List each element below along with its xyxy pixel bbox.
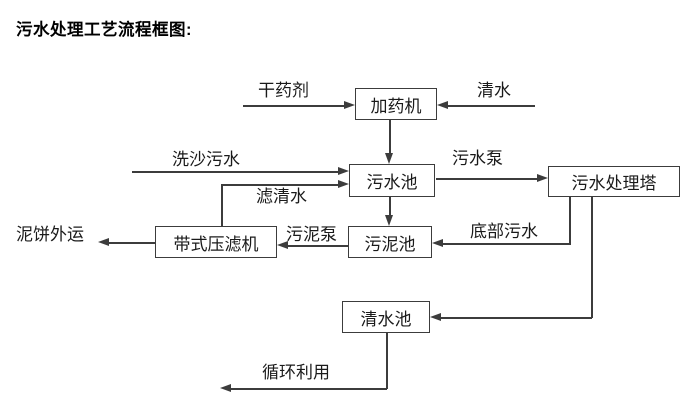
arrowhead-into-sewage-pool-left-upper (338, 167, 349, 175)
node-dosing-machine: 加药机 (355, 88, 437, 120)
edge-dry-agent-line (243, 105, 344, 107)
arrowhead-into-dosing-machine-left (344, 101, 355, 109)
node-sludge-pool-label: 污泥池 (364, 234, 416, 254)
edge-sewage-pool-to-sludge-pool (389, 197, 391, 215)
edge-filtered-water-line (221, 184, 339, 186)
arrowhead-into-dosing-machine-right (437, 101, 448, 109)
node-sewage-pool-label: 污水池 (366, 173, 418, 192)
arrowhead-into-sewage-pool-top (385, 153, 393, 164)
arrowhead-into-treatment-tower (537, 174, 548, 182)
label-sand-washing-sewage: 洗沙污水 (172, 150, 240, 169)
edge-filtered-water-vertical (221, 184, 223, 226)
arrowhead-into-sewage-pool-left-lower (338, 180, 349, 188)
label-filtered-water: 滤清水 (256, 187, 307, 206)
node-treatment-tower-label: 污水处理塔 (571, 174, 657, 193)
node-dosing-machine-label: 加药机 (370, 96, 422, 116)
edge-recycle-line (231, 388, 387, 390)
edge-mud-cake-out-line (109, 242, 155, 244)
arrowhead-into-sludge-pool-top (385, 215, 393, 226)
node-belt-filter-press-label: 带式压滤机 (173, 234, 259, 254)
edge-sewage-pump-line (436, 178, 537, 180)
edge-bottom-sewage-vertical (569, 197, 571, 245)
node-treatment-tower: 污水处理塔 (548, 166, 680, 197)
label-sludge-pump: 污泥泵 (286, 225, 337, 244)
label-clean-water: 清水 (477, 81, 511, 100)
node-sludge-pool: 污泥池 (348, 226, 432, 258)
edge-tower-to-clean-water-vertical (591, 197, 593, 318)
node-clean-water-pool-label: 清水池 (360, 309, 412, 329)
node-belt-filter-press: 带式压滤机 (155, 226, 277, 258)
edge-clean-water-line (448, 105, 535, 107)
page-title: 污水处理工艺流程框图: (16, 21, 192, 39)
arrowhead-recycle-out (220, 384, 231, 392)
edge-dosing-to-sewage-pool (389, 119, 391, 153)
node-clean-water-pool: 清水池 (342, 301, 430, 333)
edge-bottom-sewage-line (443, 243, 570, 245)
edge-sludge-pump-line (288, 245, 348, 247)
label-sewage-pump: 污水泵 (452, 149, 503, 168)
edge-tower-to-clean-water-line (441, 317, 592, 319)
arrowhead-mud-cake-out (98, 238, 109, 246)
label-bottom-sewage: 底部污水 (470, 222, 538, 241)
arrowhead-into-clean-water-pool (430, 313, 441, 321)
node-sewage-pool: 污水池 (349, 164, 435, 197)
arrowhead-into-sludge-pool-right (432, 239, 443, 247)
label-dry-agent: 干药剂 (258, 81, 309, 100)
edge-sand-washing-sewage-line (132, 171, 339, 173)
arrowhead-into-belt-filter-press (277, 241, 288, 249)
label-recycle: 循环利用 (262, 363, 330, 382)
label-mud-cake-out: 泥饼外运 (16, 225, 84, 244)
edge-recycle-vertical (386, 333, 388, 389)
